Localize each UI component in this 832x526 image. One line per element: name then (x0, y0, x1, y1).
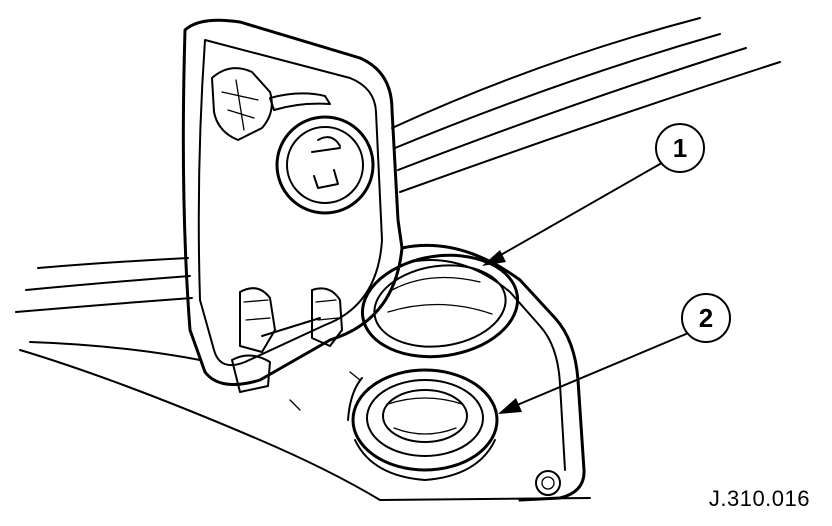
body-panel-lines (15, 17, 781, 501)
callout-1-label: 1 (673, 133, 687, 163)
arrowhead-1 (482, 250, 506, 266)
callout-2-label: 2 (699, 303, 713, 333)
callout-2: 2 (498, 293, 731, 414)
seal-ring (360, 253, 520, 359)
leader-line-1 (491, 163, 661, 261)
callout-1: 1 (482, 123, 705, 266)
arrowhead-2 (498, 398, 522, 414)
filler-recess (289, 244, 586, 502)
reference-code: J.310.016 (708, 486, 810, 511)
filler-neck (351, 368, 499, 481)
fuel-door (181, 18, 404, 393)
leader-line-2 (509, 333, 687, 409)
